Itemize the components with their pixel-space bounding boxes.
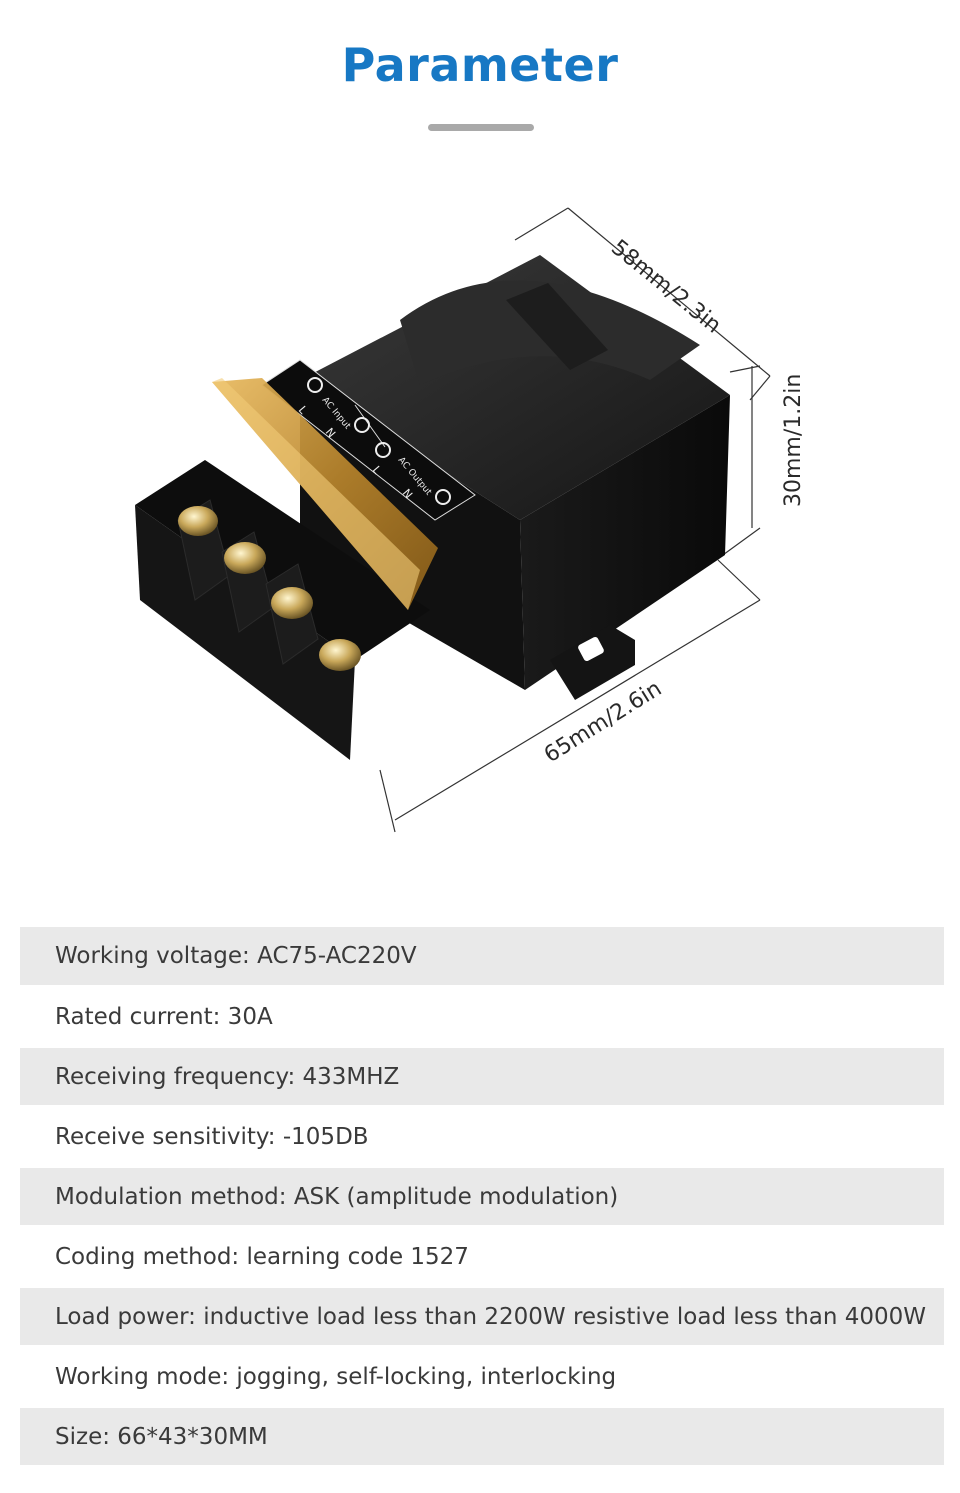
spec-row-size: Size: 66*43*30MM [20,1408,944,1465]
spec-row-modulation-method: Modulation method: ASK (amplitude modula… [20,1168,944,1225]
spec-row-rated-current: Rated current: 30A [55,1003,273,1030]
dim-bottom-label: 65mm/2.6in [540,676,666,768]
spec-row-load-power: Load power: inductive load less than 220… [20,1288,944,1345]
spec-row-working-voltage: Working voltage: AC75-AC220V [20,927,944,985]
spec-row-receive-sensitivity: Receive sensitivity: -105DB [55,1123,369,1150]
product-image: L N AC Input L N AC Output 58mm/2.3in 30… [135,207,806,833]
spec-row-working-mode: Working mode: jogging, self-locking, int… [55,1363,617,1390]
title-underline [428,124,534,131]
spec-list: Working voltage: AC75-AC220V Rated curre… [20,927,944,1468]
dim-side-label: 30mm/1.2in [781,374,806,507]
page-title: Parameter [341,38,619,92]
terminal-label-panel: L N AC Input L N AC Output [261,359,476,521]
spec-row-receiving-frequency: Receiving frequency: 433MHZ [20,1048,944,1105]
spec-row-coding-method: Coding method: learning code 1527 [55,1243,469,1270]
terminal-block [135,378,438,760]
